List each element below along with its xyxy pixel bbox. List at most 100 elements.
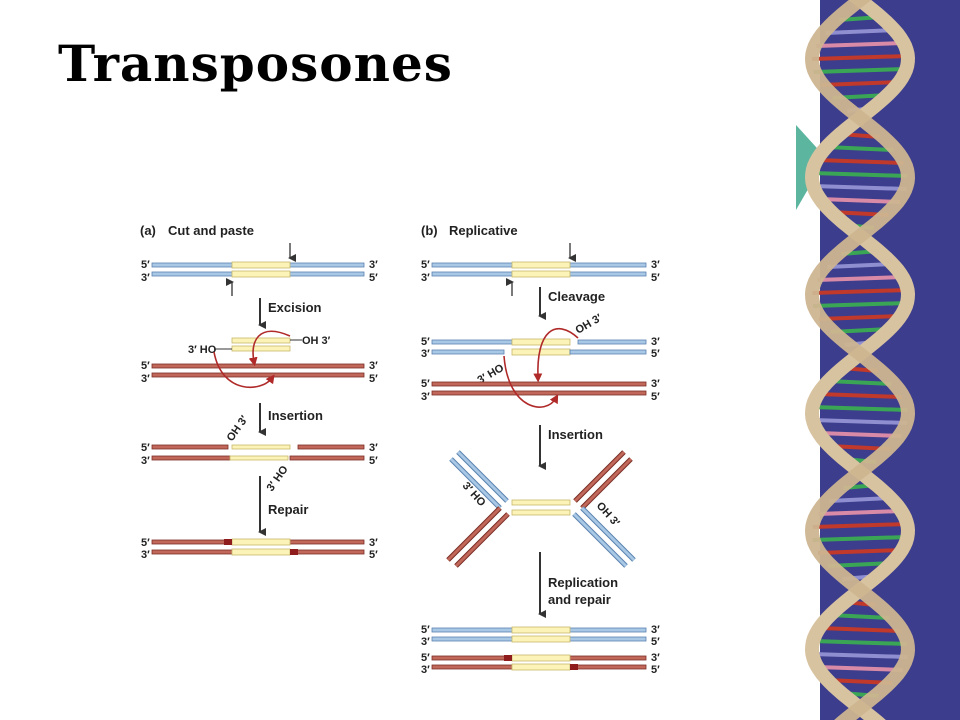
a-end-ho3: 3′ HO [188,344,217,356]
helix-rung [827,262,893,269]
helix-rung [812,418,908,425]
helix-rung [820,80,900,87]
b-nick-oh3: OH 3′ [574,312,605,337]
panel-b-title: Replicative [449,223,518,238]
b-final-red-3prime: 3′ [421,664,430,676]
panel-b-label: (b) [421,223,438,238]
helix-rung [830,613,890,620]
b-final-blue-5prime: 5′ [421,624,430,636]
a-rep-3prime-right: 3′ [369,537,378,549]
helix-rung [812,54,908,61]
panel-b: (b) Replicative 5′ 3′ 3′ 5′ Cleavage 5′ … [421,223,660,676]
b-step-replication: Replication [548,575,618,590]
helix-rung [812,522,908,529]
a-step-insertion: Insertion [268,408,323,423]
helix-rung [817,548,903,555]
a-rep-3prime: 3′ [141,549,150,561]
b-final-blue-5prime-right: 5′ [651,636,660,648]
helix-rung [819,197,901,204]
b-target-3prime: 3′ [421,391,430,403]
slide-title: Transposones [58,34,453,93]
helix-rung [813,639,907,646]
b-cointegrate-structure: 3′ HO OH 3′ [446,450,636,568]
helix-rung [817,392,903,399]
a-rep-5prime-right: 5′ [369,549,378,561]
helix-rung [812,288,908,295]
helix-rung [816,158,904,165]
a-donor-3prime: 3′ [141,272,150,284]
b-nick-3prime-right: 3′ [651,336,660,348]
a-ins-3prime: 3′ [141,455,150,467]
panel-a: (a) Cut and paste Excision 3′ HO OH 3′ 5… [140,223,378,561]
b-donor-5prime-right: 5′ [651,272,660,284]
helix-rung [812,405,908,412]
a-target-3prime: 3′ [141,373,150,385]
a-rep-5prime: 5′ [141,537,150,549]
b-final-red-3prime-right: 3′ [651,652,660,664]
a-target-5prime: 5′ [141,360,150,372]
a-donor-duplex [151,243,365,296]
helix-backbone-a [804,0,916,720]
panel-a-title: Cut and paste [168,223,254,238]
a-attack-arrow-1 [248,330,291,367]
a-donor-5prime-right: 5′ [369,272,378,284]
b-nick-5prime: 5′ [421,336,430,348]
b-donor-duplex: 5′ 3′ 3′ 5′ [421,243,660,296]
helix-rung [813,67,907,74]
b-final-donor: 5′ 3′ 3′ 5′ [421,624,660,648]
b-final-blue-3prime: 3′ [421,636,430,648]
b-target-5prime-right: 5′ [651,391,660,403]
b-nick-3prime: 3′ [421,348,430,360]
b-donor-3prime-right: 3′ [651,259,660,271]
helix-rung [826,145,894,152]
b-attack-arrow-2 [503,355,559,408]
a-repaired-duplex: 5′ 3′ 3′ 5′ [141,537,378,561]
a-donor-3prime-right: 3′ [369,259,378,271]
helix-rung [828,379,892,386]
helix-rung [812,171,908,178]
a-excised-transposon: 3′ HO OH 3′ [188,335,331,356]
b-donor-3prime: 3′ [421,272,430,284]
panel-a-label: (a) [140,223,156,238]
a-ins-5prime: 5′ [141,442,150,454]
a-step-excision: Excision [268,300,322,315]
helix-rung [812,652,908,659]
b-nick-5prime-right: 5′ [651,348,660,360]
b-step-cleavage: Cleavage [548,289,605,304]
b-final-red-5prime: 5′ [421,652,430,664]
a-ins-oh3: OH 3′ [225,413,251,443]
b-final-blue-3prime-right: 3′ [651,624,660,636]
helix-rung [829,496,891,503]
helix-rung [818,431,902,438]
a-target-duplex: 5′ 3′ 3′ 5′ [141,360,378,385]
helix-rung [813,184,907,191]
a-attack-arrow-2 [213,351,275,389]
a-ins-ho3: 3′ HO [265,463,291,493]
b-final-red-5prime-right: 5′ [651,664,660,676]
a-donor-5prime: 5′ [141,259,150,271]
helix-rung [819,314,901,321]
helix-rung [816,41,904,48]
b-target-duplex: 5′ 3′ 3′ 5′ [421,378,660,403]
a-step-repair: Repair [268,502,308,517]
dna-helix-decoration [790,0,960,720]
helix-backbone-b [804,0,916,720]
helix-rung [825,28,895,35]
a-end-oh3: OH 3′ [302,335,331,347]
helix-rung [817,275,903,282]
a-ins-3prime-right: 3′ [369,442,378,454]
helix-rung [817,665,903,672]
a-target-5prime-right: 5′ [369,373,378,385]
helix-rung [813,301,907,308]
b-target-5prime: 5′ [421,378,430,390]
a-ins-5prime-right: 5′ [369,455,378,467]
helix-rung [818,509,902,516]
helix-rung [819,626,901,633]
b-final-target: 5′ 3′ 3′ 5′ [421,652,660,676]
b-attack-arrow-1 [533,328,579,383]
helix-rung [812,535,908,542]
b-target-3prime-right: 3′ [651,378,660,390]
b-step-insertion: Insertion [548,427,603,442]
b-donor-5prime: 5′ [421,259,430,271]
